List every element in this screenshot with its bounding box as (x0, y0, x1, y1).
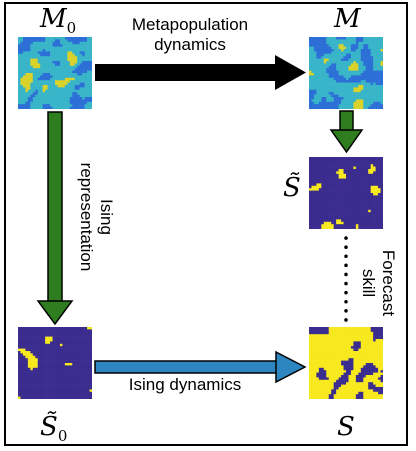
label-m: M (334, 4, 361, 34)
label-s-tilde: S̃ (283, 173, 301, 203)
panel-m-field (309, 37, 383, 109)
ising-dynamics-arrow (94, 350, 307, 384)
ising-representation-label: Ising representation (77, 162, 116, 272)
panel-s-ising (309, 327, 383, 399)
panel-s-tilde-ising (309, 157, 383, 229)
ising-representation-arrow (36, 111, 74, 326)
label-m0: M0 (40, 4, 77, 37)
metapopulation-dynamics-label: Metapopulation dynamics (131, 15, 249, 54)
m-to-s-tilde-arrow (329, 110, 364, 154)
forecast-skill-label: Forecast skill (359, 249, 398, 317)
metapopulation-arrow (95, 55, 306, 90)
label-s: S (337, 412, 355, 442)
panel-m0-field (18, 37, 92, 109)
ising-dynamics-label: Ising dynamics (128, 375, 242, 394)
label-s0-tilde: S̃0 (40, 412, 68, 445)
panel-s0-tilde-ising (18, 327, 92, 399)
